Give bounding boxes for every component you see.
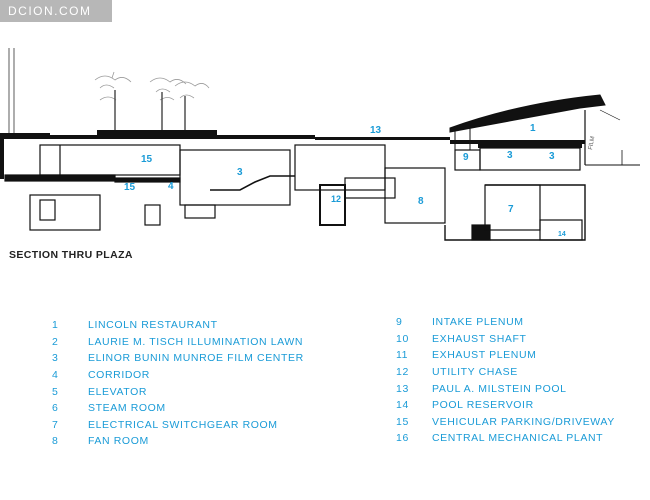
legend-item: 6 STEAM ROOM xyxy=(52,400,304,417)
section-title: SECTION THRU PLAZA xyxy=(9,249,133,261)
legend-number: 9 xyxy=(396,316,403,329)
legend-item: 2 LAURIE M. TISCH ILLUMINATION LAWN xyxy=(52,334,304,351)
label-restaurant: 1 xyxy=(530,123,536,134)
legend-item: 11 EXHAUST PLENUM xyxy=(396,347,615,364)
watermark: DCION.COM xyxy=(0,0,112,22)
legend-label: EXHAUST PLENUM xyxy=(432,349,537,362)
label-film-right-b: 3 xyxy=(549,151,555,162)
legend-label: LAURIE M. TISCH ILLUMINATION LAWN xyxy=(88,335,304,348)
label-parking-left: 15 xyxy=(141,154,153,165)
legend-item: 7 ELECTRICAL SWITCHGEAR ROOM xyxy=(52,417,304,434)
legend-number: 10 xyxy=(396,332,409,345)
label-corridor: 4 xyxy=(168,181,174,192)
legend-label: POOL RESERVOIR xyxy=(432,399,534,412)
label-film-center: 3 xyxy=(237,167,243,178)
legend-label: PAUL A. MILSTEIN POOL xyxy=(432,382,567,395)
legend-item: 1 LINCOLN RESTAURANT xyxy=(52,317,304,334)
lawn-slab xyxy=(97,130,217,135)
lower-floors xyxy=(4,144,586,241)
legend-label: CENTRAL MECHANICAL PLANT xyxy=(432,432,604,445)
legend-label: EXHAUST SHAFT xyxy=(432,332,527,345)
legend-number: 1 xyxy=(52,319,59,332)
legend-number: 6 xyxy=(52,402,59,415)
restaurant-building xyxy=(449,94,640,166)
legend-number: 3 xyxy=(52,352,59,365)
legend-item: 9 INTAKE PLENUM xyxy=(396,314,615,331)
legend-number: 2 xyxy=(52,335,59,348)
legend-item: 8 FAN ROOM xyxy=(52,433,304,450)
legend-right: 9 INTAKE PLENUM 10 EXHAUST SHAFT 11 EXHAUST… xyxy=(396,314,615,447)
legend-number: 4 xyxy=(52,369,59,382)
legend-number: 11 xyxy=(396,349,409,362)
label-chase: 12 xyxy=(331,194,341,204)
legend-label: FAN ROOM xyxy=(88,435,149,448)
legend-item: 12 UTILITY CHASE xyxy=(396,364,615,381)
legend-item: 16 CENTRAL MECHANICAL PLANT xyxy=(396,430,615,447)
legend-number: 15 xyxy=(396,415,409,428)
legend-number: 7 xyxy=(52,418,59,431)
legend-label: VEHICULAR PARKING/DRIVEWAY xyxy=(432,415,615,428)
label-pool: 13 xyxy=(370,125,382,136)
label-reservoir: 14 xyxy=(558,231,566,238)
legend-number: 5 xyxy=(52,385,59,398)
left-poles xyxy=(8,48,15,135)
legend-number: 16 xyxy=(396,432,409,445)
section-drawing: 13 15 15 4 3 12 8 9 3 3 1 7 14 FILM xyxy=(0,48,640,241)
legend-left: 1 LINCOLN RESTAURANT 2 LAURIE M. TISCH ILL… xyxy=(52,317,304,450)
legend-item: 13 PAUL A. MILSTEIN POOL xyxy=(396,380,615,397)
legend-label: ELEVATOR xyxy=(88,385,148,398)
label-fan-room: 8 xyxy=(418,196,424,207)
trees-illustration xyxy=(94,71,210,132)
plaza-slab xyxy=(0,133,450,179)
label-intake: 9 xyxy=(463,152,469,163)
label-parking-lower: 15 xyxy=(124,182,136,193)
legend-item: 10 EXHAUST SHAFT xyxy=(396,331,615,348)
legend-number: 13 xyxy=(396,382,409,395)
legend-label: ELINOR BUNIN MUNROE FILM CENTER xyxy=(88,352,304,365)
legend-label: LINCOLN RESTAURANT xyxy=(88,319,218,332)
legend-item: 5 ELEVATOR xyxy=(52,383,304,400)
legend-item: 15 VEHICULAR PARKING/DRIVEWAY xyxy=(396,414,615,431)
legend-number: 14 xyxy=(396,399,409,412)
legend-label: STEAM ROOM xyxy=(88,402,166,415)
label-switchgear: 7 xyxy=(508,204,514,215)
building-tag: FILM xyxy=(588,136,596,151)
legend-item: 4 CORRIDOR xyxy=(52,367,304,384)
label-film-right-a: 3 xyxy=(507,150,513,161)
legend-label: CORRIDOR xyxy=(88,369,150,382)
legend-item: 3 ELINOR BUNIN MUNROE FILM CENTER xyxy=(52,350,304,367)
legend-number: 8 xyxy=(52,435,59,448)
legend-label: ELECTRICAL SWITCHGEAR ROOM xyxy=(88,418,278,431)
legend-label: INTAKE PLENUM xyxy=(432,316,524,329)
legend-label: UTILITY CHASE xyxy=(432,366,518,379)
legend-item: 14 POOL RESERVOIR xyxy=(396,397,615,414)
legend-number: 12 xyxy=(396,366,409,379)
